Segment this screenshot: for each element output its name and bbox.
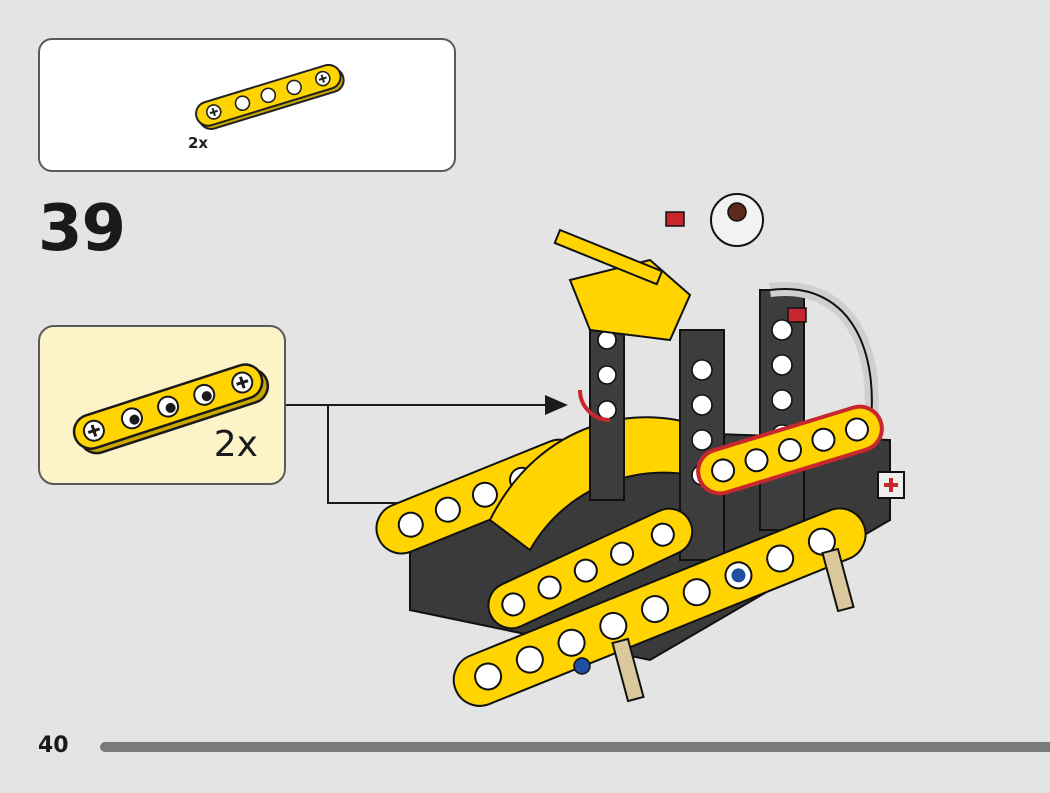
arrow-head-upper [545,395,568,415]
callout-box: 2x [38,325,286,485]
part-quantity: 2x [188,134,209,152]
model-illustration [375,193,905,707]
technic-beam-5-icon [195,63,345,130]
progress-bar [100,742,1050,752]
technic-beam-5-icon [72,363,270,455]
callout-quantity: 2x [213,424,258,465]
parts-list-box: 2x [38,38,456,172]
page-number: 40 [38,733,69,758]
step-number: 39 [38,192,126,266]
